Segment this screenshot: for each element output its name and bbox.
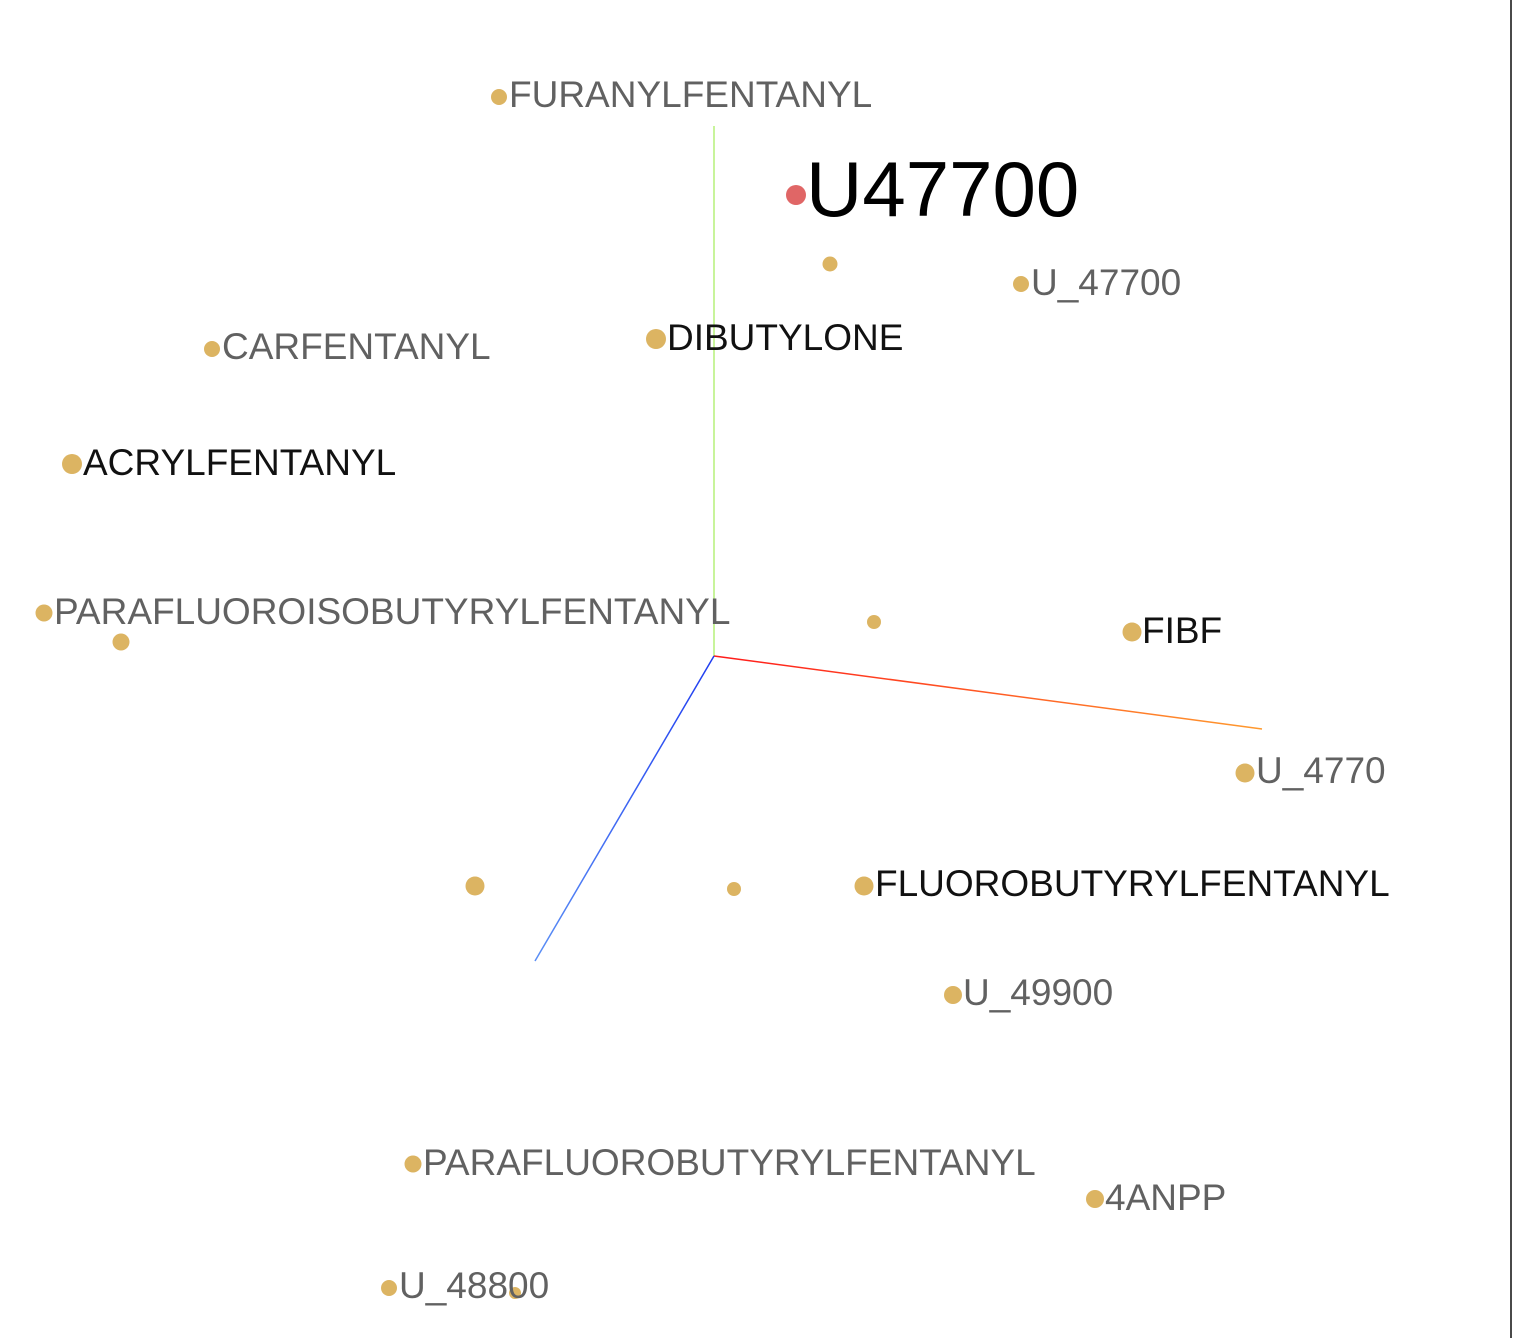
data-point-parafluoroisobutyrylfentanyl[interactable] — [35, 604, 53, 622]
point-label-u-48800: U_48800 — [399, 1265, 550, 1306]
point-label-dibutylone: DIBUTYLONE — [667, 317, 904, 358]
data-point-furanylfentanyl[interactable] — [491, 89, 507, 105]
data-point-fibf[interactable] — [1122, 622, 1142, 642]
point-label-u-47700: U_47700 — [1031, 262, 1182, 303]
data-point-u-48800[interactable] — [381, 1280, 397, 1296]
data-point-dibutylone[interactable] — [646, 329, 666, 349]
point-label-carfentanyl: CARFENTANYL — [222, 326, 491, 367]
data-point-parafluorobutyrylfentanyl[interactable] — [404, 1155, 422, 1173]
point-label-u-4770: U_4770 — [1256, 750, 1386, 791]
data-point[interactable] — [509, 1287, 521, 1299]
point-label-4anpp: 4ANPP — [1105, 1177, 1227, 1218]
data-point-u47700-selected[interactable] — [786, 185, 806, 205]
point-label-selected: U47700 — [806, 145, 1080, 233]
point-label-fibf: FIBF — [1142, 610, 1223, 651]
data-point[interactable] — [465, 876, 485, 896]
point-label-fluorobutyrylfentanyl: FLUOROBUTYRYLFENTANYL — [875, 863, 1390, 904]
data-point-fluorobutyrylfentanyl[interactable] — [854, 876, 874, 896]
panel-border — [1510, 0, 1516, 1338]
point-label-u-49900: U_49900 — [963, 972, 1114, 1013]
data-point-u-49900[interactable] — [944, 986, 962, 1004]
point-label-acrylfentanyl: ACRYLFENTANYL — [83, 442, 397, 483]
z-axis-line — [534, 655, 715, 962]
point-label-parafluorobutyrylfentanyl: PARAFLUOROBUTYRYLFENTANYL — [423, 1142, 1036, 1183]
point-label-furanylfentanyl: FURANYLFENTANYL — [509, 74, 873, 115]
data-point[interactable] — [867, 615, 881, 629]
data-point-carfentanyl[interactable] — [204, 341, 220, 357]
point-label-parafluoroisobutyrylfentanyl: PARAFLUOROISOBUTYRYLFENTANYL — [54, 591, 731, 632]
data-point[interactable] — [822, 256, 838, 272]
data-point[interactable] — [112, 633, 130, 651]
data-point-u-47700[interactable] — [1013, 276, 1029, 292]
data-point-acrylfentanyl[interactable] — [62, 454, 82, 474]
data-point-u-4770[interactable] — [1235, 763, 1255, 783]
x-axis-line — [713, 655, 1263, 730]
data-point-4anpp[interactable] — [1086, 1190, 1104, 1208]
data-point[interactable] — [727, 882, 741, 896]
